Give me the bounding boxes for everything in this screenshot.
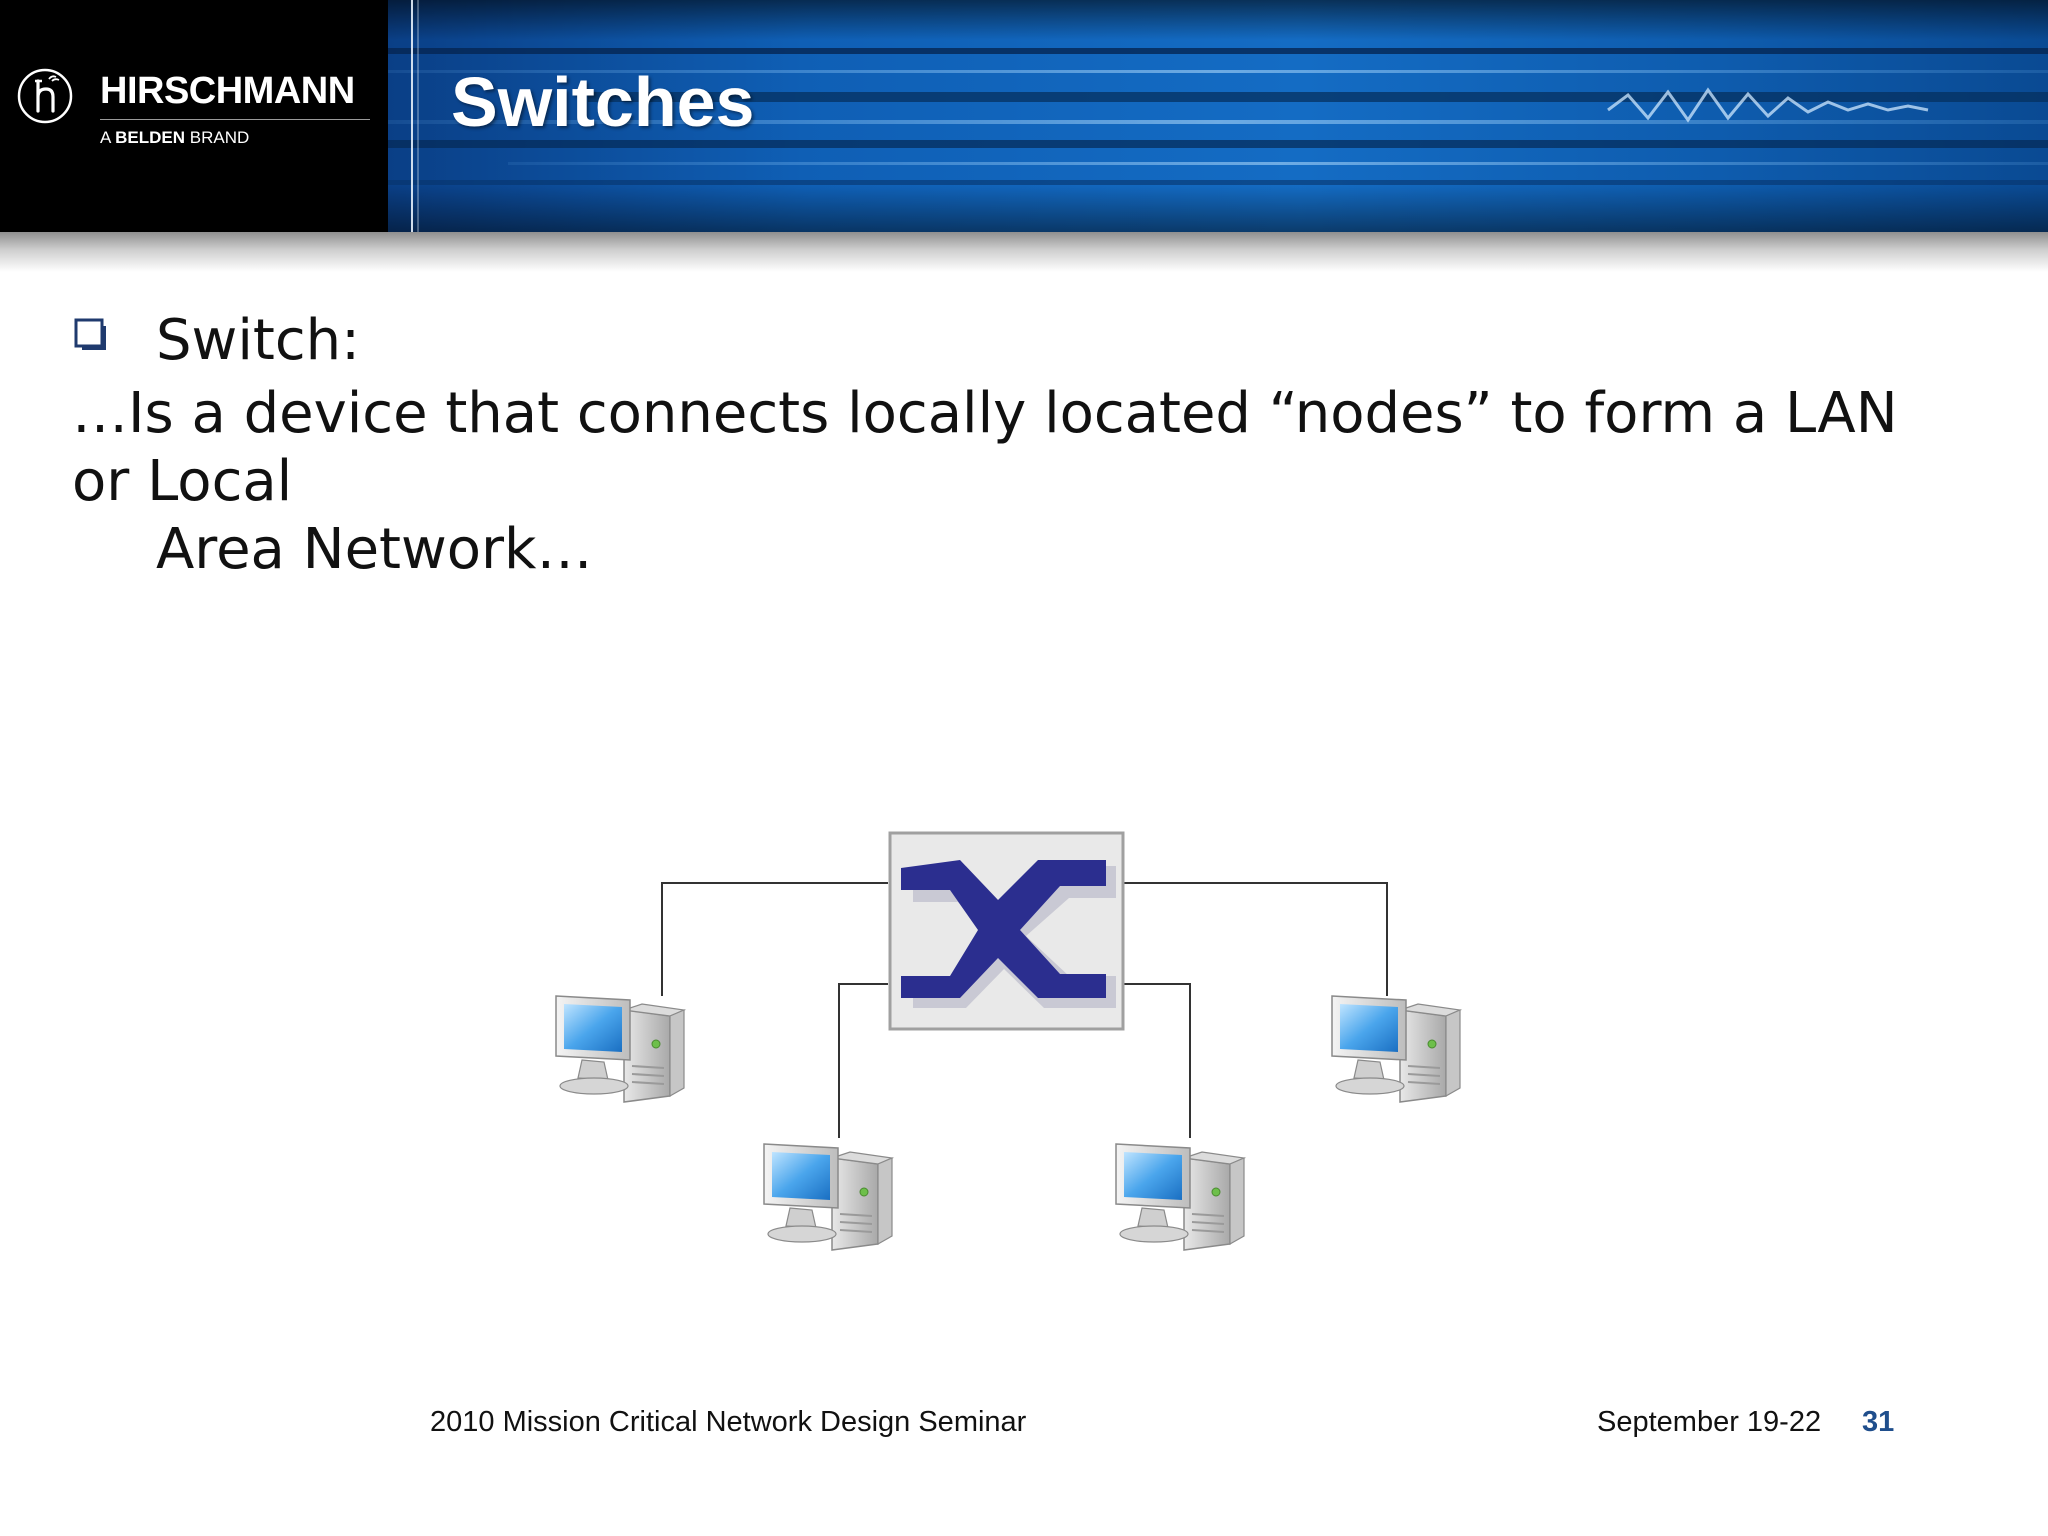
header-banner xyxy=(388,0,2048,232)
desktop-computer-icon xyxy=(1331,995,1461,1103)
desktop-computer-icon xyxy=(555,995,685,1103)
page-number: 31 xyxy=(1862,1406,1895,1438)
brand-name: HIRSCHMANN xyxy=(100,70,355,112)
definition-line-1: …Is a device that connects locally locat… xyxy=(72,381,1898,514)
footer-seminar-name: 2010 Mission Critical Network Design Sem… xyxy=(430,1406,1027,1438)
brand-tagline: A BELDEN BRAND xyxy=(100,128,250,147)
definition-paragraph: …Is a device that connects locally locat… xyxy=(72,380,1972,584)
header-shadow xyxy=(0,232,2048,272)
desktop-computer-icon xyxy=(1115,1143,1245,1251)
network-diagram xyxy=(555,831,1461,1251)
slide-title: Switches xyxy=(451,63,755,141)
slide-header: HIRSCHMANN A BELDEN BRAND Switche xyxy=(0,0,2048,232)
banner-texture xyxy=(388,0,2048,232)
bullet-label: Switch: xyxy=(156,308,361,373)
definition-line-2: Area Network… xyxy=(156,517,593,582)
brand-panel: HIRSCHMANN A BELDEN BRAND xyxy=(0,0,388,232)
hollow-square-bullet-icon xyxy=(74,318,106,350)
desktop-computer-icon xyxy=(763,1143,893,1251)
hirschmann-logo-icon xyxy=(17,68,73,124)
footer-date: September 19-22 xyxy=(1597,1406,1822,1438)
connection-lines xyxy=(661,882,1388,1138)
network-switch-icon xyxy=(888,831,1125,1031)
brand-divider xyxy=(100,119,370,120)
